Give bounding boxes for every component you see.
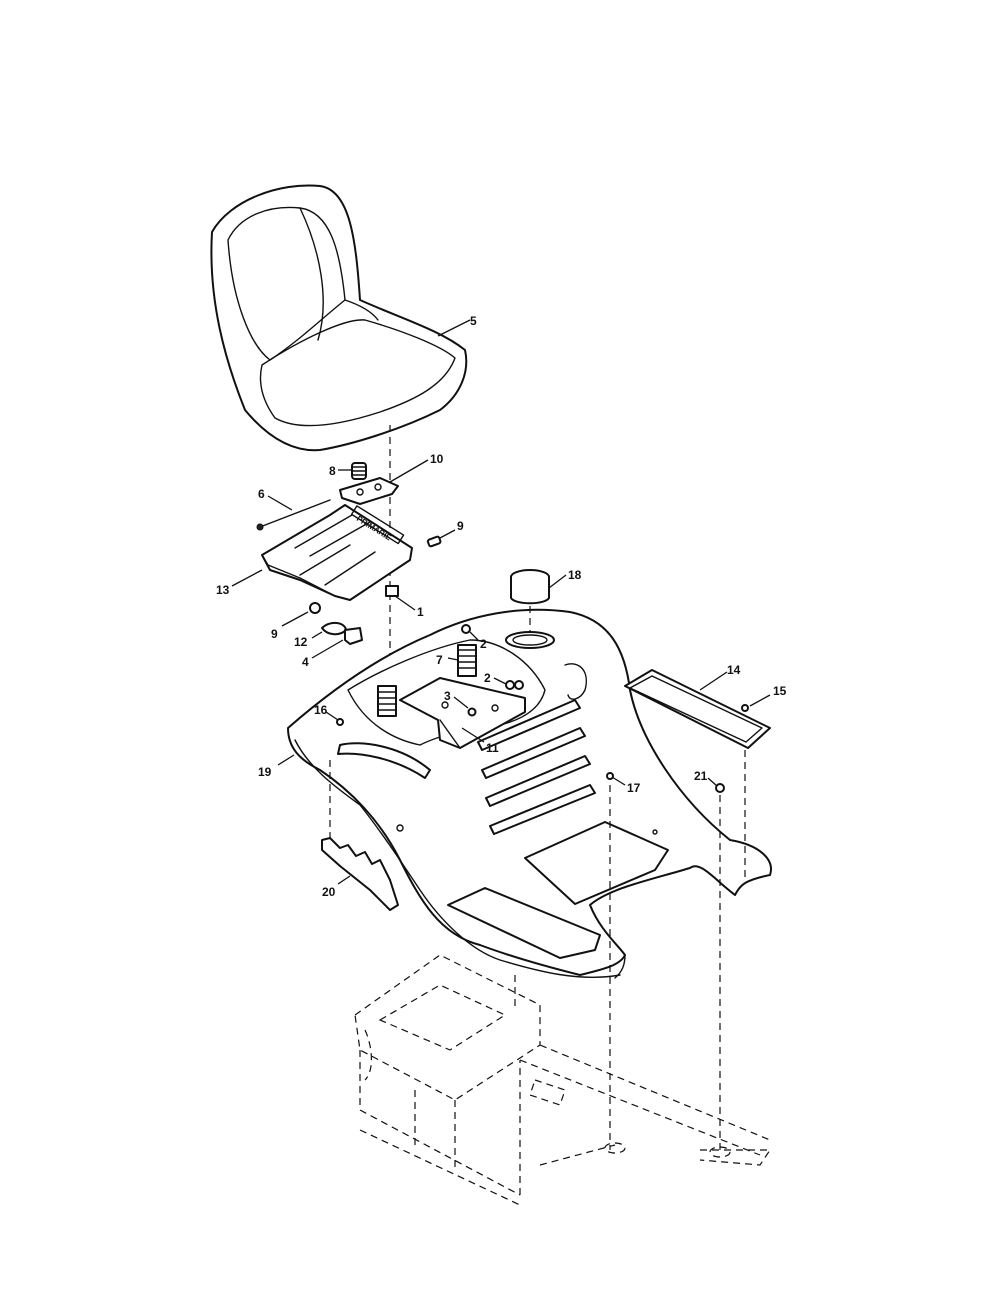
callout-2-upper: 2 (480, 637, 487, 651)
callout-6: 6 (258, 487, 265, 501)
bolt-17 (606, 772, 614, 780)
callout-8: 8 (329, 464, 336, 478)
track-20 (321, 837, 399, 911)
bolt-15 (741, 704, 749, 712)
rod-6 (256, 499, 331, 531)
chassis-frame (354, 954, 772, 1206)
callout-7: 7 (436, 653, 443, 667)
callout-17: 17 (627, 781, 641, 795)
callout-5: 5 (470, 314, 477, 328)
callout-4: 4 (302, 655, 309, 669)
callout-11: 11 (486, 741, 499, 755)
callout-9-lower: 9 (271, 627, 278, 641)
seat-bracket-11 (399, 677, 526, 749)
bolt-2-lower (505, 680, 524, 690)
callout-19: 19 (258, 765, 272, 779)
spring-8 (351, 462, 367, 480)
knob-4 (344, 627, 363, 645)
callout-1: 1 (417, 605, 424, 619)
bolt-9-upper (426, 535, 442, 548)
bracket-10 (339, 477, 399, 505)
bolt-1 (385, 585, 399, 597)
callout-13: 13 (216, 583, 230, 597)
fender-deck-19 (287, 608, 772, 979)
callout-14: 14 (727, 663, 741, 677)
callout-20: 20 (322, 885, 336, 899)
bolt-2-upper (461, 624, 471, 634)
callout-18: 18 (568, 568, 582, 582)
callout-labels: 5 8 10 6 9 13 1 9 12 4 18 2 7 2 3 11 16 … (216, 314, 787, 899)
bolt-9-lower (309, 602, 321, 614)
callout-2-lower: 2 (484, 671, 491, 685)
clip-12 (321, 622, 347, 636)
callout-9-upper: 9 (457, 519, 464, 533)
fuel-cap-18 (505, 569, 555, 649)
callout-12: 12 (294, 635, 308, 649)
leader-lines (231, 319, 771, 885)
callout-15: 15 (773, 684, 787, 698)
seat (210, 184, 468, 452)
spring-7-front (457, 644, 477, 677)
callout-16: 16 (314, 703, 328, 717)
callout-21: 21 (694, 769, 708, 783)
spring-7-rear (377, 685, 397, 717)
bolt-21 (715, 783, 725, 793)
plate-14 (624, 669, 771, 749)
callout-3: 3 (444, 689, 451, 703)
callout-10: 10 (430, 452, 444, 466)
bolt-16 (336, 718, 344, 726)
bolt-3 (467, 707, 477, 717)
